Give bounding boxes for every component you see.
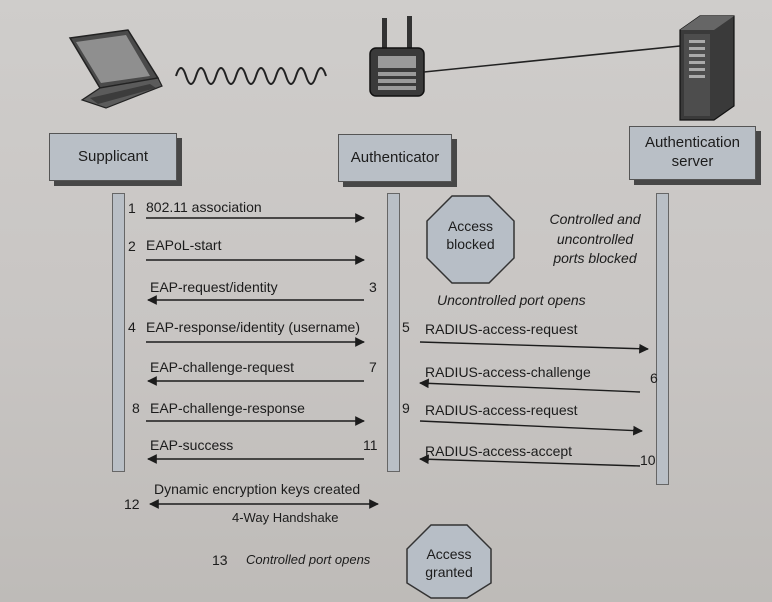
- step-number-2: 2: [128, 238, 136, 254]
- network-link-line: [423, 45, 681, 73]
- step-number-1: 1: [128, 200, 136, 216]
- access-blocked-badge: Access blocked: [427, 217, 514, 253]
- arrow-10: [419, 454, 641, 467]
- step-number-10: 10: [640, 452, 656, 468]
- supplicant-box: Supplicant: [49, 133, 177, 181]
- access-granted-line2: granted: [425, 564, 473, 581]
- ports-blocked-note-line1: Controlled and: [549, 211, 641, 227]
- step-number-13: 13: [212, 552, 228, 568]
- access-granted-line1: Access: [426, 546, 472, 562]
- step-number-6: 6: [650, 370, 658, 386]
- ports-blocked-note-line2: uncontrolled: [556, 230, 634, 247]
- message-label-3: EAP-request/identity: [150, 279, 278, 295]
- authenticator-lifeline: [387, 193, 400, 472]
- ports-blocked-note: Controlled and uncontrolled ports blocke…: [530, 210, 660, 269]
- server-label-line1: Authentication: [644, 134, 741, 152]
- step-number-9: 9: [402, 400, 410, 416]
- access-granted-badge: Access granted: [407, 545, 491, 581]
- server-lifeline: [656, 193, 669, 485]
- supplicant-lifeline: [112, 193, 125, 472]
- message-label-8: EAP-challenge-response: [150, 400, 305, 416]
- wireless-signal-icon: [175, 67, 327, 85]
- arrow-6: [419, 378, 641, 393]
- step-number-8: 8: [132, 400, 140, 416]
- step-number-5: 5: [402, 319, 410, 335]
- step-number-12: 12: [124, 496, 140, 512]
- access-blocked-line2: blocked: [446, 236, 495, 253]
- authentication-server-box: Authentication server: [629, 126, 756, 180]
- access-granted-octagon: [406, 524, 492, 599]
- message-label-11: EAP-success: [150, 437, 234, 453]
- authenticator-label: Authenticator: [350, 148, 440, 166]
- access-blocked-octagon: [426, 195, 515, 284]
- message-label-2: EAPoL-start: [146, 237, 222, 253]
- server-label-line2: server: [671, 153, 714, 170]
- message-label-6: RADIUS-access-challenge: [425, 364, 591, 380]
- supplicant-label: Supplicant: [77, 147, 149, 165]
- message-label-7: EAP-challenge-request: [150, 359, 294, 375]
- authenticator-box: Authenticator: [338, 134, 452, 182]
- laptop-icon: [68, 29, 163, 109]
- step-number-4: 4: [128, 319, 136, 335]
- message-label-1: 802.11 association: [146, 199, 262, 215]
- access-blocked-line1: Access: [447, 218, 494, 234]
- message-label-12-top: Dynamic encryption keys created: [154, 481, 361, 497]
- step-number-11: 11: [363, 437, 378, 453]
- step-number-7: 7: [369, 359, 377, 375]
- message-label-5: RADIUS-access-request: [425, 321, 578, 337]
- message-label-10: RADIUS-access-accept: [425, 443, 573, 459]
- uncontrolled-port-opens-note: Uncontrolled port opens: [437, 292, 586, 308]
- arrow-5: [419, 341, 649, 354]
- server-icon: [679, 15, 735, 121]
- step-number-3: 3: [369, 279, 377, 295]
- message-label-4: EAP-response/identity (username): [146, 319, 360, 335]
- arrow-9: [419, 420, 643, 436]
- message-label-9: RADIUS-access-request: [425, 402, 578, 418]
- message-label-13: Controlled port opens: [246, 552, 371, 567]
- ports-blocked-note-line3: ports blocked: [553, 250, 637, 267]
- message-label-12-bottom: 4-Way Handshake: [232, 510, 339, 525]
